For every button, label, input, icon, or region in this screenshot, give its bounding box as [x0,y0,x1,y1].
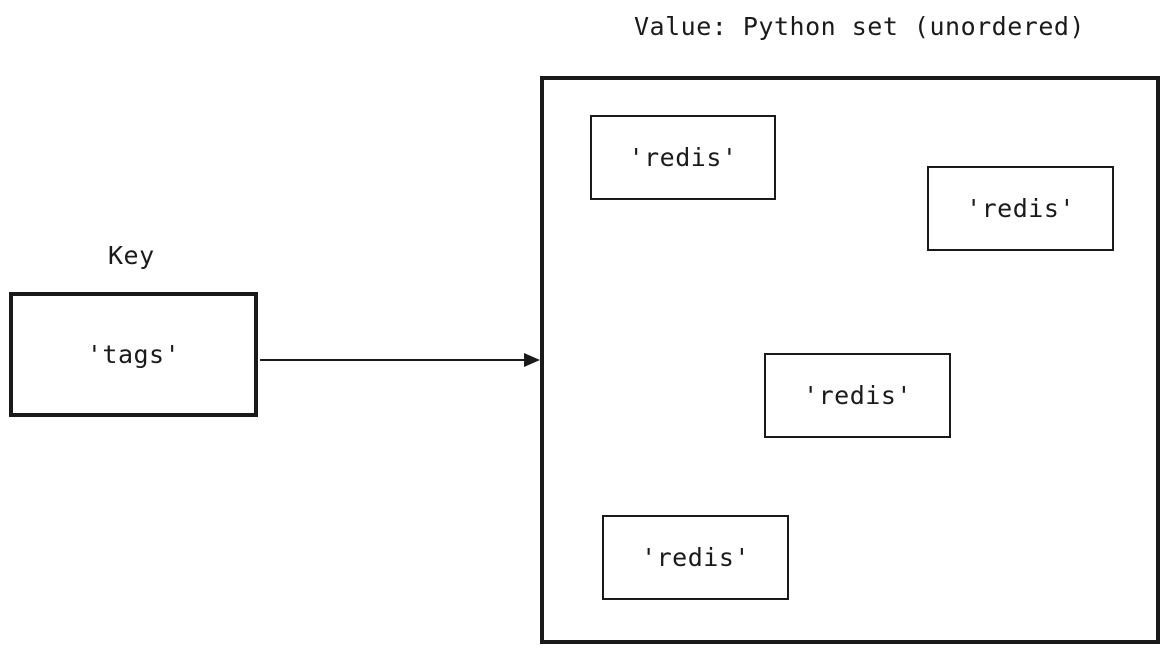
key-heading: Key [108,241,155,270]
set-element-label: 'redis' [966,194,1075,223]
set-element: 'redis' [590,115,776,200]
set-element-label: 'redis' [641,543,750,572]
arrow-head [524,353,540,367]
set-element: 'redis' [927,166,1114,251]
set-element: 'redis' [602,515,789,600]
key-name: 'tags' [86,340,181,369]
set-element: 'redis' [764,353,951,438]
key-box: 'tags' [9,292,258,417]
set-element-label: 'redis' [628,143,738,172]
value-heading: Value: Python set (unordered) [634,12,1085,41]
set-element-label: 'redis' [803,381,912,410]
